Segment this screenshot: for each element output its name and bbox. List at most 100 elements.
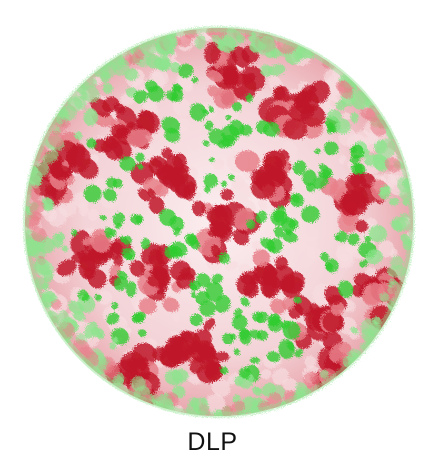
capsid-texture-blob xyxy=(338,280,354,298)
capsid-texture-blob xyxy=(314,148,321,154)
capsid-texture-blob xyxy=(213,158,225,170)
capsid-texture-blob xyxy=(268,64,286,76)
capsid-texture-blob xyxy=(267,315,281,327)
capsid-texture-blob xyxy=(112,178,123,189)
capsid-texture-blob xyxy=(220,366,229,375)
capsid-texture-blob xyxy=(102,83,113,94)
capsid-texture-blob xyxy=(269,245,276,252)
capsid-texture-blob xyxy=(194,34,206,50)
capsid-texture-blob xyxy=(325,262,334,271)
capsid-texture-blob xyxy=(338,154,347,165)
capsid-texture-blob xyxy=(102,361,120,379)
capsid-texture-blob xyxy=(350,112,359,123)
capsid-texture-blob xyxy=(263,155,284,175)
capsid-texture-blob xyxy=(165,168,178,182)
capsid-texture-blob xyxy=(68,300,85,314)
capsid-texture-blob xyxy=(208,105,214,113)
capsid-texture-blob xyxy=(192,200,206,217)
capsid-texture-blob xyxy=(189,140,199,150)
capsid-texture-blob xyxy=(327,109,342,121)
capsid-texture-blob xyxy=(222,332,234,345)
capsid-texture-blob xyxy=(225,261,239,271)
capsid-texture-blob xyxy=(153,183,169,197)
capsid-texture-blob xyxy=(203,318,216,331)
capsid-texture-blob xyxy=(186,374,201,385)
capsid-texture-blob xyxy=(170,241,188,257)
capsid-texture-blob xyxy=(238,328,252,345)
capsid-texture-blob xyxy=(221,125,240,143)
capsid-texture-blob xyxy=(206,204,225,222)
capsid-texture-blob xyxy=(53,165,73,178)
capsid-texture-blob xyxy=(199,300,216,317)
capsid-texture-blob xyxy=(250,169,270,187)
capsid-texture-blob xyxy=(374,156,390,172)
capsid-texture-blob xyxy=(164,128,181,143)
capsid-texture-blob xyxy=(351,162,363,175)
capsid-texture-blob xyxy=(364,235,372,243)
capsid-texture-blob xyxy=(74,131,83,140)
capsid-texture-blob xyxy=(257,36,276,56)
capsid-texture-blob xyxy=(302,235,318,252)
capsid-texture-blob xyxy=(147,274,164,287)
capsid-texture-blob xyxy=(368,225,388,243)
capsid-texture-blob xyxy=(300,104,326,127)
capsid-texture-blob xyxy=(270,298,286,315)
capsid-texture-blob xyxy=(359,259,368,268)
figure-caption: DLP xyxy=(187,428,238,456)
capsid-texture-blob xyxy=(336,231,348,243)
capsid-texture-blob xyxy=(135,152,145,163)
capsid-texture-blob xyxy=(73,95,87,110)
capsid-texture-blob xyxy=(385,157,402,173)
capsid-texture-blob xyxy=(282,118,308,140)
capsid-texture-blob xyxy=(287,219,299,229)
capsid-texture-blob xyxy=(205,394,226,415)
capsid-texture-blob xyxy=(196,360,223,384)
capsid-texture-blob xyxy=(319,369,330,379)
capsid-texture-blob xyxy=(214,351,230,362)
capsid-texture-blob xyxy=(334,234,340,242)
capsid-texture-blob xyxy=(249,275,261,286)
capsid-texture-blob xyxy=(94,294,102,301)
capsid-texture-blob xyxy=(173,227,181,236)
capsid-texture-blob xyxy=(220,180,228,188)
capsid-texture-blob xyxy=(112,212,125,226)
capsid-texture-blob xyxy=(87,208,99,222)
capsid-texture-blob xyxy=(117,271,128,280)
capsid-texture-blob xyxy=(174,174,197,197)
capsid-texture-blob xyxy=(240,297,250,307)
capsid-texture-blob xyxy=(220,188,234,201)
capsid-texture-blob xyxy=(252,249,271,267)
capsid-texture-blob xyxy=(266,169,286,188)
capsid-texture-blob xyxy=(56,310,70,329)
capsid-texture-blob xyxy=(135,214,144,224)
capsid-texture-blob xyxy=(258,199,268,211)
capsid-texture-blob xyxy=(350,170,365,187)
capsid-texture-blob xyxy=(282,378,298,392)
capsid-texture-blob xyxy=(232,394,241,404)
capsid-texture-blob xyxy=(286,341,295,351)
capsid-texture-blob xyxy=(323,395,341,415)
capsid-texture-blob xyxy=(350,326,359,334)
capsid-texture-blob xyxy=(229,181,252,202)
capsid-texture-blob xyxy=(303,371,321,388)
capsid-texture-blob xyxy=(252,311,264,322)
capsid-texture-blob xyxy=(318,163,329,172)
capsid-texture-blob xyxy=(272,368,289,385)
capsid-texture-blob xyxy=(341,189,368,216)
capsid-texture-blob xyxy=(71,229,78,237)
capsid-texture-blob xyxy=(336,392,350,402)
capsid-texture-blob xyxy=(169,216,185,231)
capsid-texture-blob xyxy=(294,348,303,358)
capsid-texture-blob xyxy=(122,230,132,236)
capsid-texture-blob xyxy=(211,34,221,44)
capsid-texture-blob xyxy=(234,150,260,173)
capsid-texture-blob xyxy=(232,314,248,331)
capsid-texture-blob xyxy=(162,297,180,313)
capsid-texture-blob xyxy=(191,329,212,351)
capsid-texture-blob xyxy=(392,216,406,231)
capsid-texture-blob xyxy=(169,260,191,281)
capsid-texture-blob xyxy=(110,124,129,139)
capsid-texture-blob xyxy=(56,259,77,277)
capsid-texture-blob xyxy=(378,186,391,200)
capsid-texture-blob xyxy=(274,226,284,239)
